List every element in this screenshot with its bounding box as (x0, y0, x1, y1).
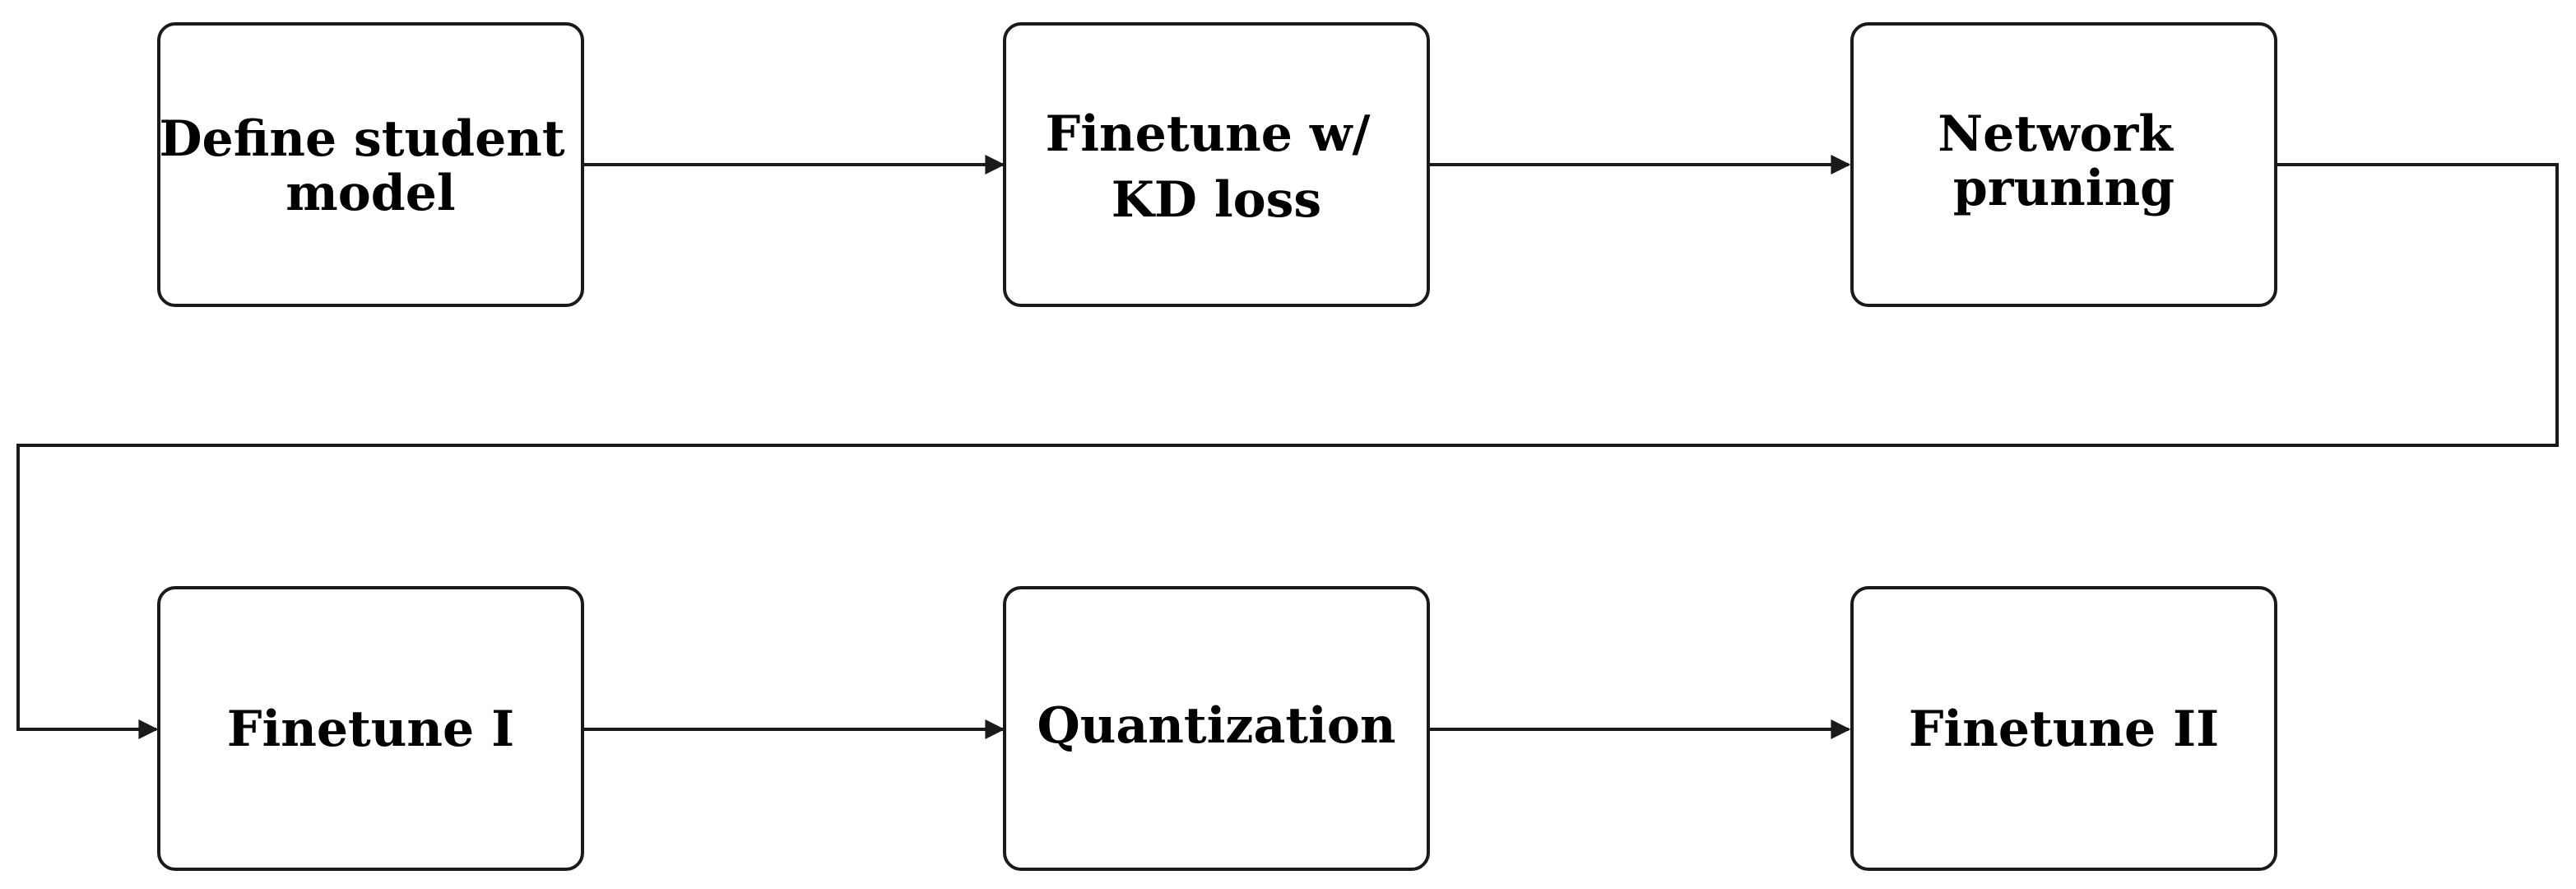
node-box (1003, 22, 1430, 307)
step-finetune-i: Finetune I (157, 586, 584, 871)
step-quantization: Quantization (1003, 586, 1430, 871)
step-finetune-kd-loss: Finetune w/ KD loss (1003, 22, 1430, 307)
step-network-pruning: Network pruning (1850, 22, 2277, 307)
node-label-line: Define student (160, 110, 565, 168)
node-label-line: Network (1938, 105, 2174, 163)
node-label: Define student model (160, 110, 583, 222)
node-box (1003, 586, 1430, 871)
node-label-line: Finetune II (1909, 700, 2219, 758)
arrow-pruning-to-finetune-i (16, 163, 2559, 739)
node-label: Finetune w/ KD loss (1046, 105, 1388, 229)
node-label-line: Finetune w/ (1046, 105, 1371, 163)
node-label: Finetune I (227, 700, 514, 758)
node-label-line: Quantization (1037, 697, 1396, 755)
node-label: Finetune II (1909, 700, 2219, 758)
node-label: Quantization (1037, 697, 1396, 755)
node-label-line: model (285, 165, 455, 222)
node-label: Network pruning (1938, 105, 2189, 217)
node-label-line: pruning (1953, 160, 2175, 217)
step-finetune-ii: Finetune II (1850, 586, 2277, 871)
node-box (1850, 22, 2277, 307)
connectors (16, 155, 2559, 739)
node-box (1850, 586, 2277, 871)
node-box (157, 22, 584, 307)
step-define-student-model: Define student model (157, 22, 584, 307)
node-label-line: KD loss (1112, 171, 1321, 229)
node-label-line: Finetune I (227, 700, 514, 758)
node-box (157, 586, 584, 871)
